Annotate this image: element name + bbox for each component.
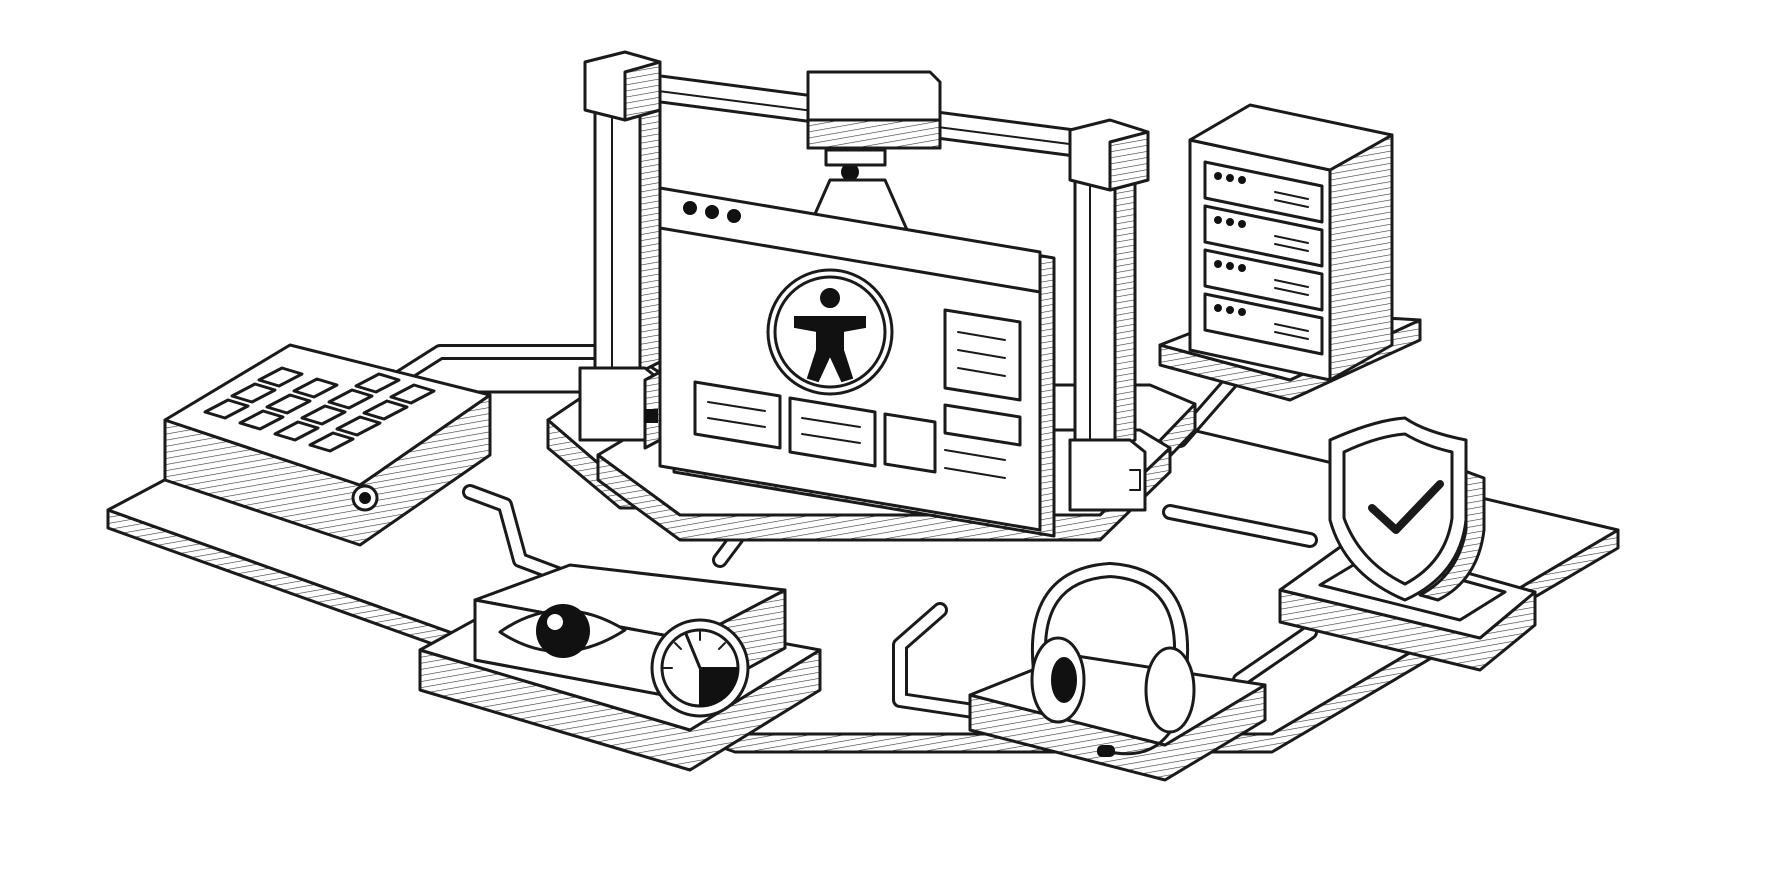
server-rack-icon [1158,103,1422,402]
keypad-icon [163,343,492,547]
base-platform [106,390,1620,754]
gauge-icon [650,618,750,718]
accessibility-person-icon [766,268,894,396]
shield-check-icon [1328,416,1486,602]
headset-icon [1030,562,1196,757]
eye-icon [498,604,627,658]
